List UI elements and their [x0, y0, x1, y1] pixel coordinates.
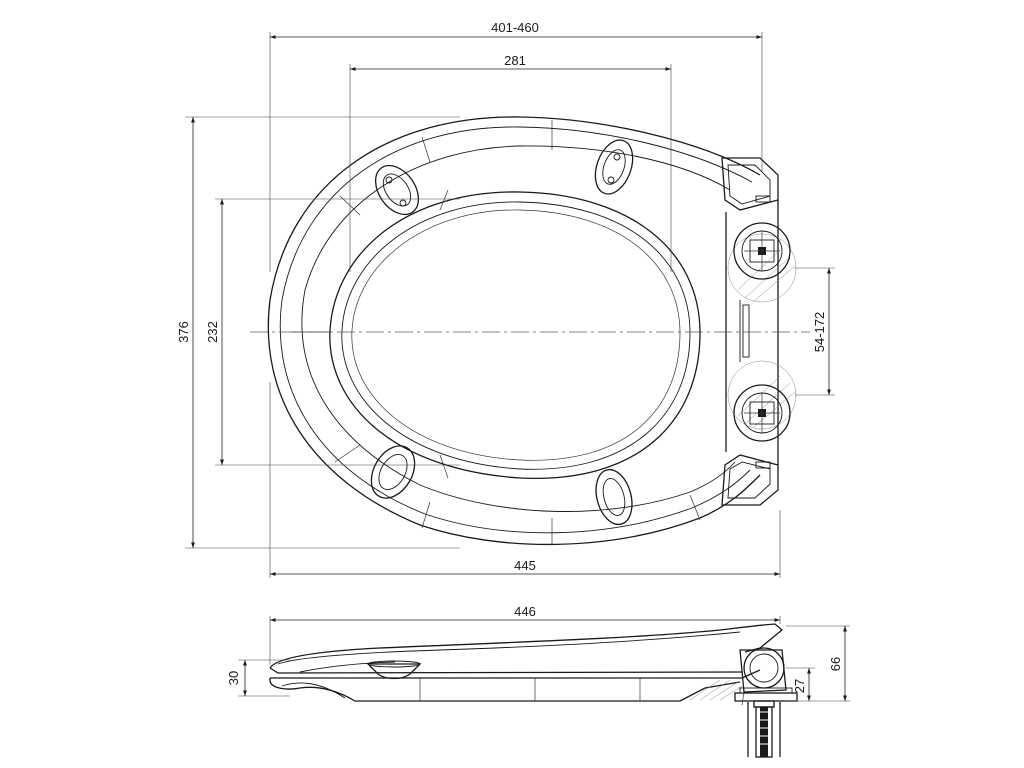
hinge-post-top: [727, 222, 797, 303]
seat-opening-outer: [329, 191, 701, 480]
side-view: 446 30 66 27: [226, 604, 850, 758]
hinge-assembly: [721, 157, 797, 506]
dim-overall-length-side: 446: [514, 604, 536, 619]
seat-outer-outline: [267, 116, 761, 546]
side-bumper: [366, 663, 422, 680]
seat-profile: [270, 669, 761, 679]
bumper-pad-bottom-left: [370, 445, 416, 499]
dim-width-range: 401-460: [491, 20, 539, 35]
dim-hinge-height: 27: [792, 679, 807, 693]
bumper-pad-top-right: [594, 139, 634, 195]
side-hinge: [734, 647, 798, 758]
dim-overall-width: 376: [176, 321, 191, 343]
dim-hinge-spacing: 54-172: [812, 312, 827, 352]
lid-profile: [269, 623, 784, 669]
dim-inner-width: 232: [205, 321, 220, 343]
seat-ring-mid: [301, 145, 736, 512]
dim-total-height: 66: [828, 657, 843, 671]
dim-hole-spacing: 281: [504, 53, 526, 68]
hinge-post-bottom: [727, 360, 797, 442]
bumper-pad-top-left: [374, 164, 420, 216]
bumper-pad-bottom-right: [595, 468, 633, 526]
dim-seat-height-front: 30: [226, 671, 241, 685]
top-view: 401-460 281 445 376 232 54-172: [176, 20, 835, 578]
dim-overall-length-top: 445: [514, 558, 536, 573]
seat-outer-rim: [279, 126, 753, 534]
